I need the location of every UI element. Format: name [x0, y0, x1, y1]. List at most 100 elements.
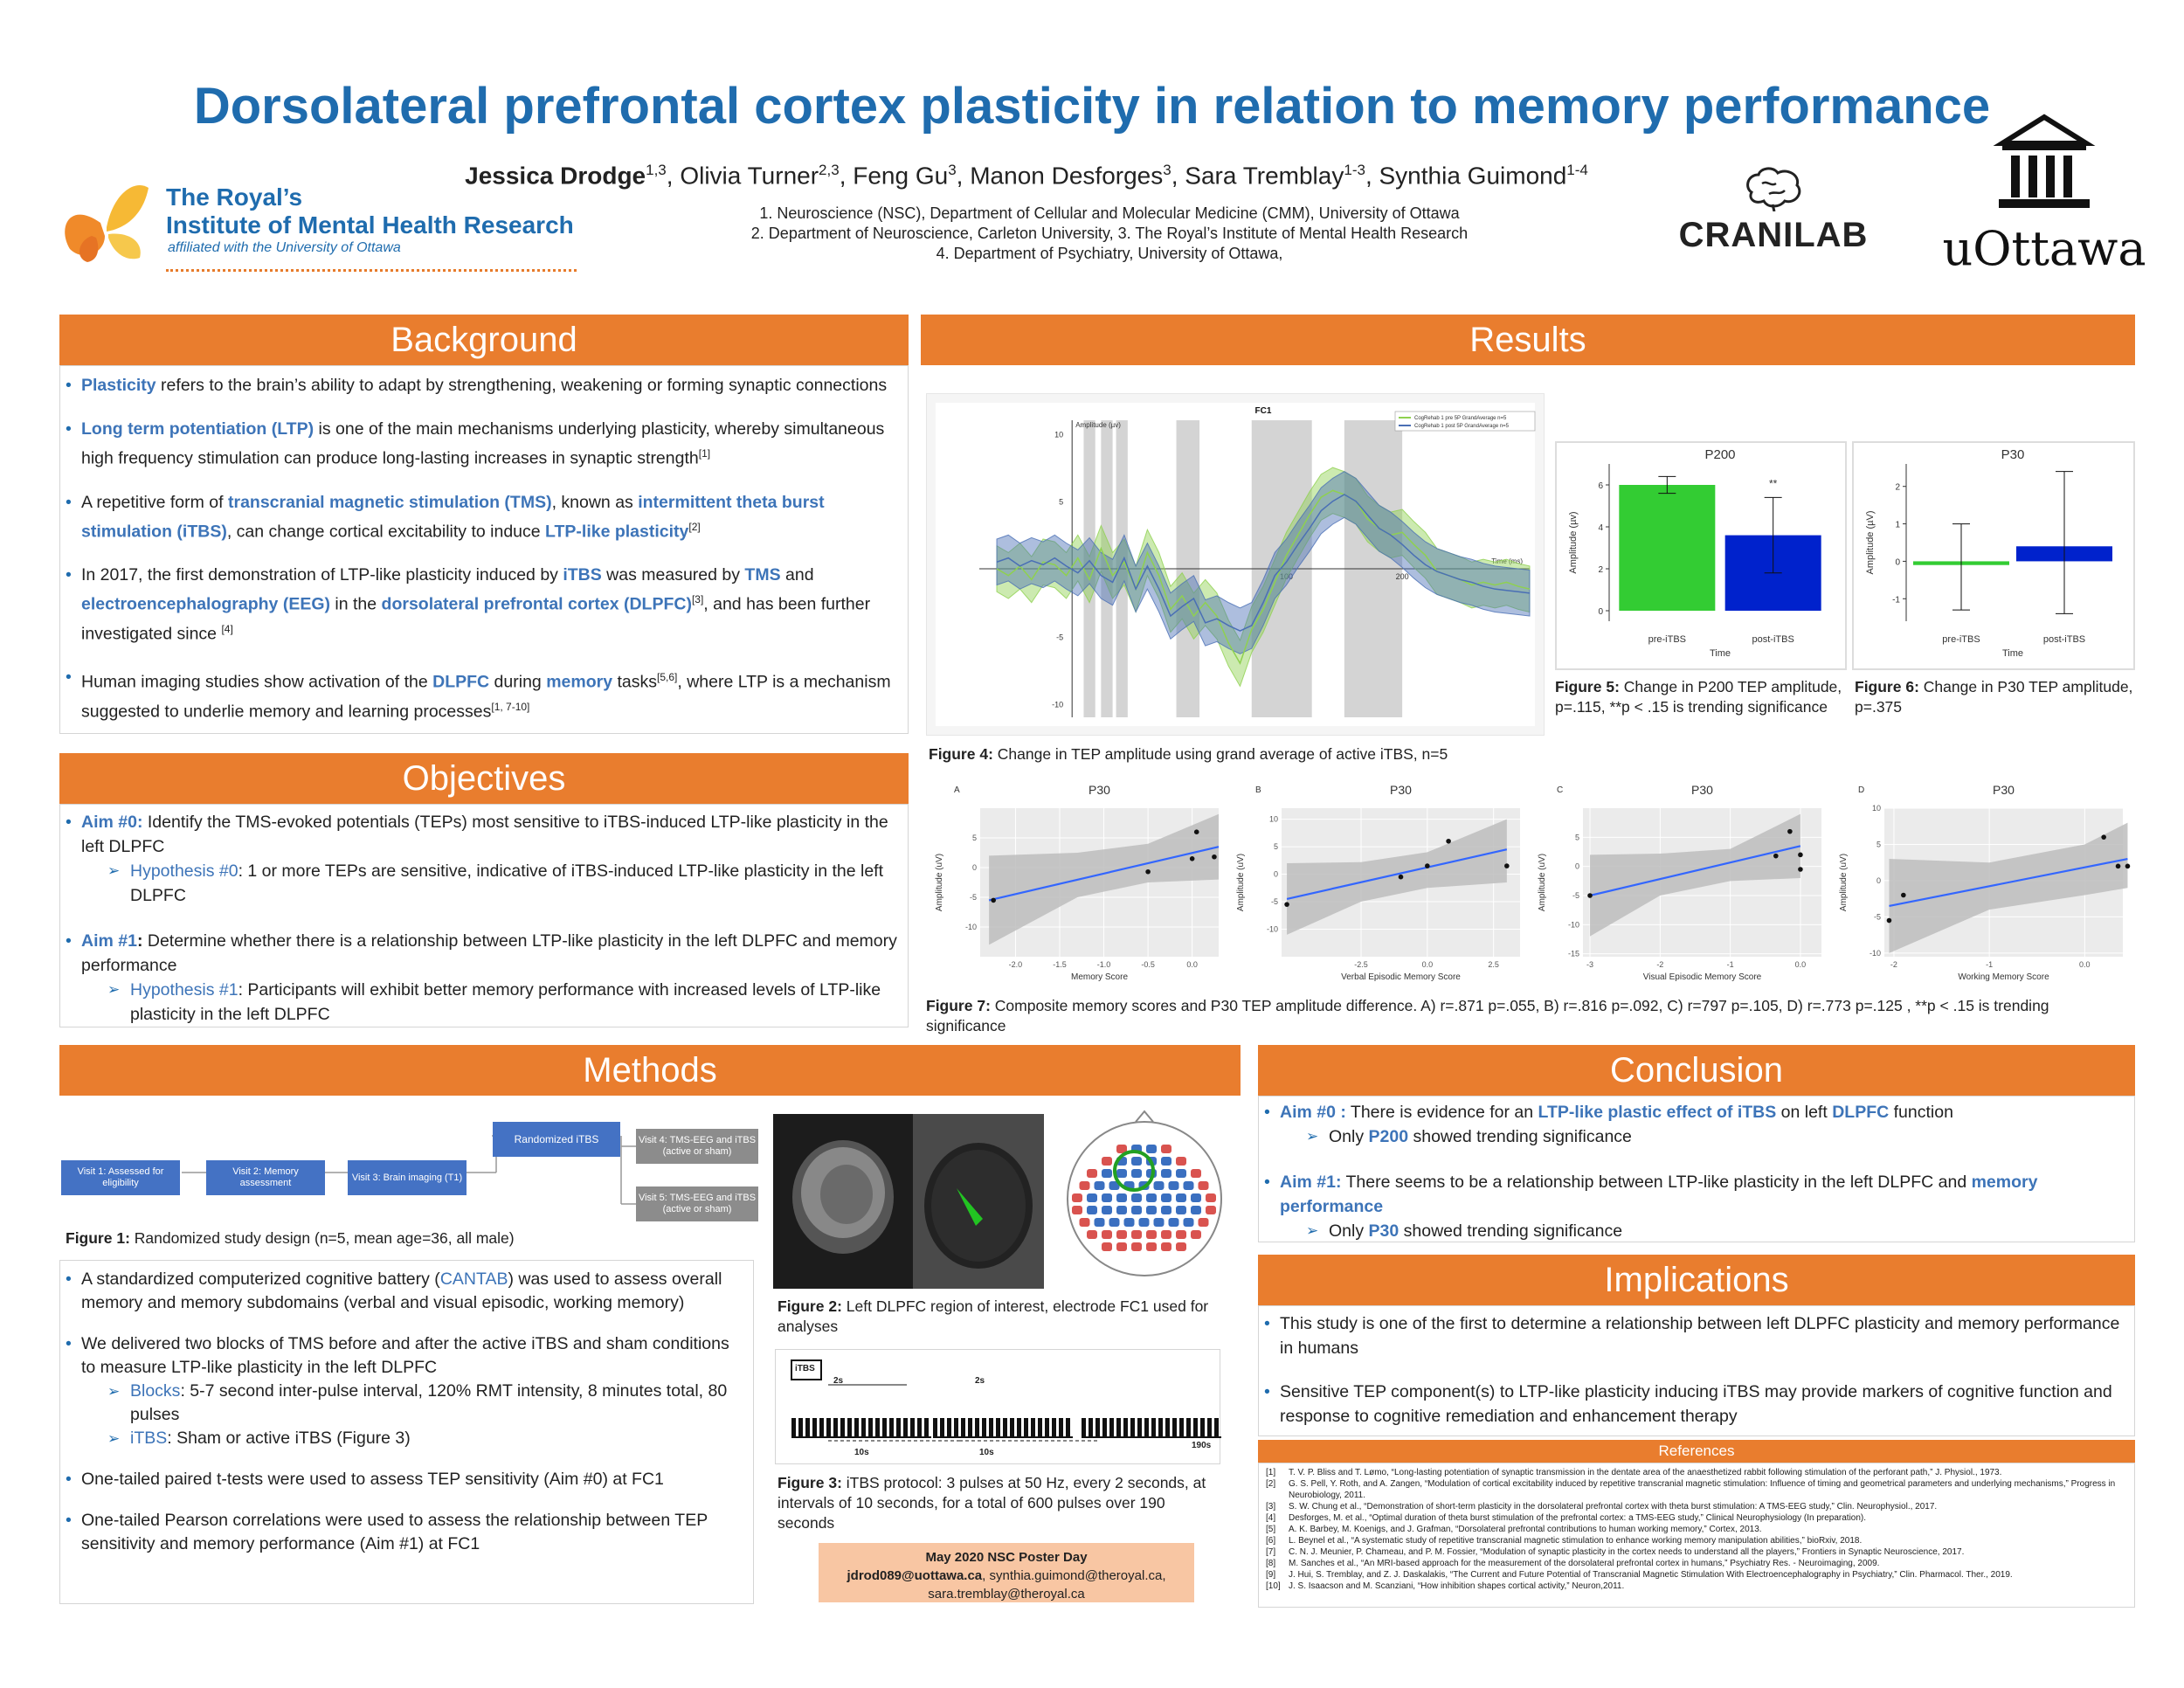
itbs-pulse: [1200, 1418, 1205, 1437]
contact-email-1[interactable]: jdrod089@uottawa.ca: [847, 1568, 983, 1583]
citation-sup: [3]: [691, 593, 704, 605]
highlight-text: iTBS: [563, 565, 602, 585]
data-point: [1587, 893, 1593, 898]
y-tick-label: -5: [1271, 897, 1278, 906]
x-tick-label: post-iTBS: [1752, 634, 1794, 645]
y-tick-label: 0: [1598, 607, 1603, 617]
contact-email-3[interactable]: sara.tremblay@theroyal.ca: [928, 1587, 1085, 1602]
highlight-text: DLPFC: [1832, 1103, 1890, 1122]
x-axis-label: Memory Score: [1071, 972, 1128, 982]
itbs-pulse: [1151, 1418, 1156, 1437]
x-tick-label: -1.0: [1097, 960, 1111, 969]
reference-item: [8]M. Sanches et al., “An MRI-based appr…: [1266, 1558, 2127, 1569]
x-tick-label: -2: [1656, 960, 1663, 969]
highlight-text: Blocks: [130, 1381, 181, 1401]
electrode-dot: [1153, 1181, 1165, 1190]
electrode-dot: [1102, 1242, 1112, 1251]
list-subitem: Only P30 showed trending significance: [1280, 1219, 2125, 1243]
reference-item: [9]J. Hui, S. Tremblay, and Z. J. Daskal…: [1266, 1569, 2127, 1581]
electrode-dot: [1131, 1157, 1142, 1166]
x-tick-label: 0.0: [1186, 960, 1198, 969]
electrode-cap-diagram: [1057, 1110, 1232, 1284]
affiliation-line: 2. Department of Neuroscience, Carleton …: [750, 225, 1469, 242]
y-tick-label: -15: [1568, 950, 1579, 958]
y-tick-label: -5: [1874, 912, 1881, 921]
itbs-pulse: [896, 1418, 901, 1437]
itbs-pulse: [910, 1418, 915, 1437]
electrode-dot: [1191, 1193, 1201, 1202]
list-item: Aim #1: There seems to be a relationship…: [1261, 1170, 2125, 1243]
author-name: Manon Desforges: [970, 162, 1164, 190]
data-point: [1773, 853, 1779, 859]
author-sep: ,: [666, 162, 681, 190]
reference-text: T. V. P. Bliss and T. Lømo, “Long-lastin…: [1289, 1468, 2002, 1477]
background-panel: Plasticity refers to the brain’s ability…: [59, 365, 909, 734]
y-tick-label: 10: [1269, 815, 1278, 824]
itbs-pulse: [975, 1418, 979, 1437]
data-point: [1798, 867, 1803, 872]
itbs-pulse: [1137, 1418, 1142, 1437]
itbs-pulse: [1179, 1418, 1184, 1437]
data-point: [1504, 863, 1510, 868]
list-item: This study is one of the first to determ…: [1261, 1311, 2125, 1360]
data-point: [1446, 838, 1451, 844]
contact-event: May 2020 NSC Poster Day: [925, 1550, 1088, 1565]
list-subitem: iTBS: Sham or active iTBS (Figure 3): [81, 1427, 746, 1450]
x-tick-label: 0.0: [1795, 960, 1807, 969]
y-tick-label: 5: [1575, 833, 1579, 841]
royal-logo-divider: [166, 269, 577, 272]
data-point: [1798, 852, 1803, 858]
highlight-text: iTBS: [130, 1429, 168, 1448]
data-point: [1189, 856, 1195, 861]
reference-item: [2]G. S. Pell, Y. Roth, and A. Zangen, “…: [1266, 1478, 2127, 1501]
significance-mark: **: [1769, 477, 1778, 489]
flow-randomized: Randomized iTBS: [493, 1122, 620, 1157]
electrode-dot: [1109, 1218, 1120, 1227]
itbs-2s-a: 2s: [833, 1376, 844, 1386]
figure7-caption: Figure 7: Composite memory scores and P3…: [926, 996, 2132, 1036]
itbs-pulse: [833, 1418, 838, 1437]
x-axis-label: Verbal Episodic Memory Score: [1341, 972, 1461, 982]
reference-item: [7]C. N. J. Meunier, P. Chameau, and P. …: [1266, 1546, 2127, 1558]
x-tick-label: 0.0: [2079, 960, 2091, 969]
y-tick-label: -10: [965, 923, 977, 931]
x-tick-label: -0.5: [1141, 960, 1155, 969]
x-tick-label: 100: [1280, 572, 1293, 581]
x-axis-label: Time (ms): [1491, 557, 1523, 565]
chart-title: P30: [1993, 783, 2015, 797]
x-axis-label: Working Memory Score: [1958, 972, 2049, 982]
reference-item: [10]J. S. Isaacson and M. Scanziani, “Ho…: [1266, 1581, 2127, 1592]
itbs-pulse: [968, 1418, 972, 1437]
figure2-text: Left DLPFC region of interest, electrode…: [778, 1297, 1209, 1335]
itbs-pulse: [1052, 1418, 1056, 1437]
highlight-text: intermittent theta burst stimulation (iT…: [81, 492, 825, 542]
highlight-text: Aim #0:: [81, 813, 143, 832]
electrode-dot: [1198, 1218, 1209, 1227]
itbs-pulse: [1102, 1418, 1107, 1437]
x-axis-label: Visual Episodic Memory Score: [1643, 972, 1762, 982]
electrode-dot: [1206, 1193, 1216, 1202]
itbs-pulse: [868, 1418, 873, 1437]
conclusion-list: Aim #0 : There is evidence for an LTP-li…: [1261, 1100, 2125, 1243]
electrode-dot: [1131, 1169, 1142, 1178]
reference-item: [3]S. W. Chung et al., “Demonstration of…: [1266, 1501, 2127, 1512]
author-name: Sara Tremblay: [1185, 162, 1344, 190]
x-tick-label: -1.5: [1053, 960, 1067, 969]
conclusion-heading: Conclusion: [1258, 1045, 2135, 1096]
reference-number: [5]: [1266, 1525, 1276, 1534]
brain-icon: [1746, 167, 1801, 212]
author-name: Olivia Turner: [680, 162, 819, 190]
royal-logo-line2: Institute of Mental Health Research: [166, 211, 574, 239]
electrode-dot: [1116, 1169, 1127, 1178]
contact-email-2[interactable]: , synthia.guimond@theroyal.ca,: [982, 1568, 1166, 1583]
highlight-text: memory performance: [1280, 1173, 2038, 1216]
itbs-pulse-icon: [791, 1359, 1221, 1442]
itbs-pulse: [882, 1418, 887, 1437]
chart-title: P30: [1691, 783, 1713, 797]
confidence-band: [1889, 822, 2128, 953]
royal-logo-line1: The Royal’s: [166, 183, 303, 211]
figure4-label: Figure 4:: [929, 745, 993, 763]
